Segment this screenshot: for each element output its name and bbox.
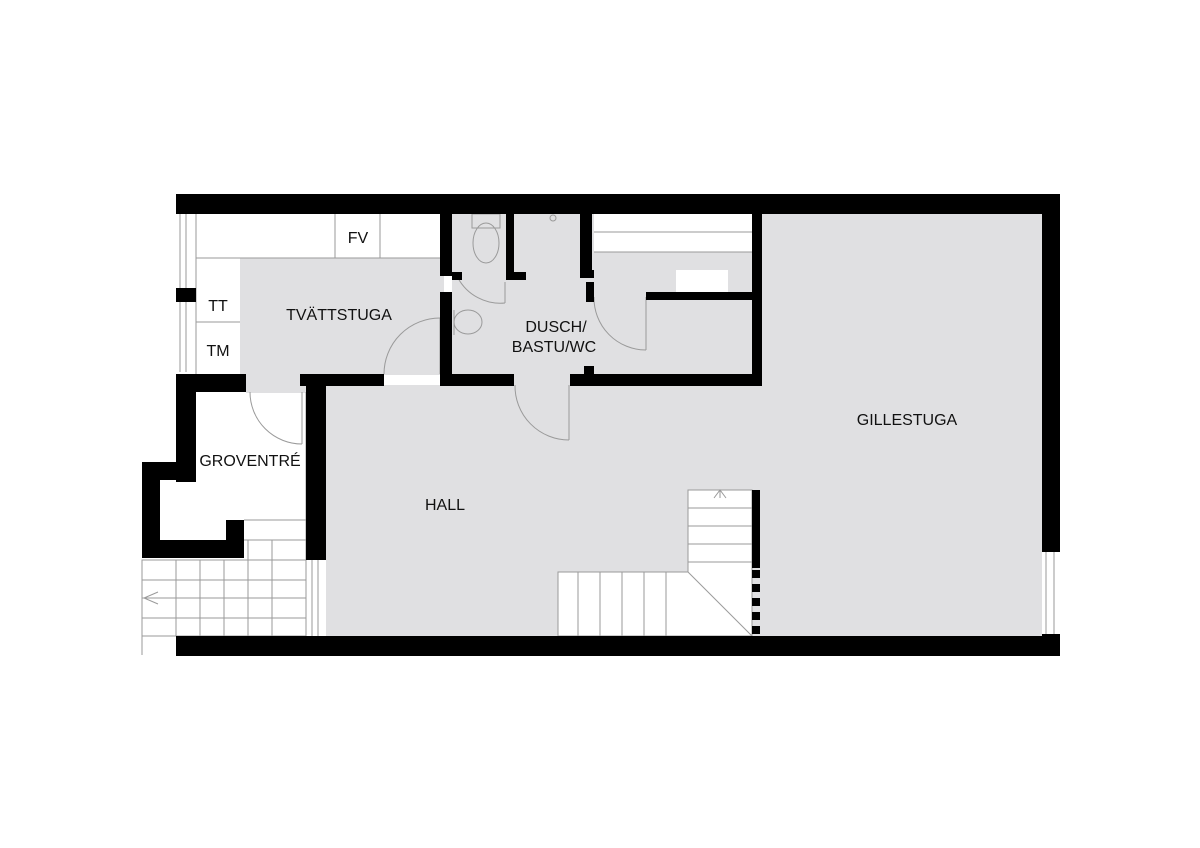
wall-right (1042, 194, 1060, 552)
wall-top (176, 194, 1060, 214)
floor-tvattstuga (240, 258, 444, 375)
wall-left-pier (176, 288, 196, 302)
room-label-groventre: GROVENTRÉ (199, 451, 300, 470)
room-label-dusch-line2: BASTU/WC (512, 339, 596, 356)
wall-bottom (176, 636, 1060, 656)
walls (142, 194, 1060, 656)
room-label-gillestuga: GILLESTUGA (857, 412, 958, 429)
label-tm: TM (206, 343, 229, 360)
fixture-lines (141, 212, 1055, 655)
room-label-tvattstuga: TVÄTTSTUGA (286, 306, 392, 324)
floor-gillestuga (760, 212, 1042, 636)
labels: FV TT TM TVÄTTSTUGA DUSCH/ BASTU/WC GILL… (199, 230, 957, 514)
bench-small (676, 270, 728, 292)
label-tt: TT (208, 298, 228, 315)
room-label-dusch-line1: DUSCH/ (525, 319, 587, 336)
label-fv: FV (348, 230, 369, 247)
floor-tvattstuga-lower (246, 375, 306, 393)
wall-left-top (176, 194, 184, 214)
wall-right-lower (1042, 634, 1060, 654)
room-label-hall: HALL (425, 497, 465, 514)
